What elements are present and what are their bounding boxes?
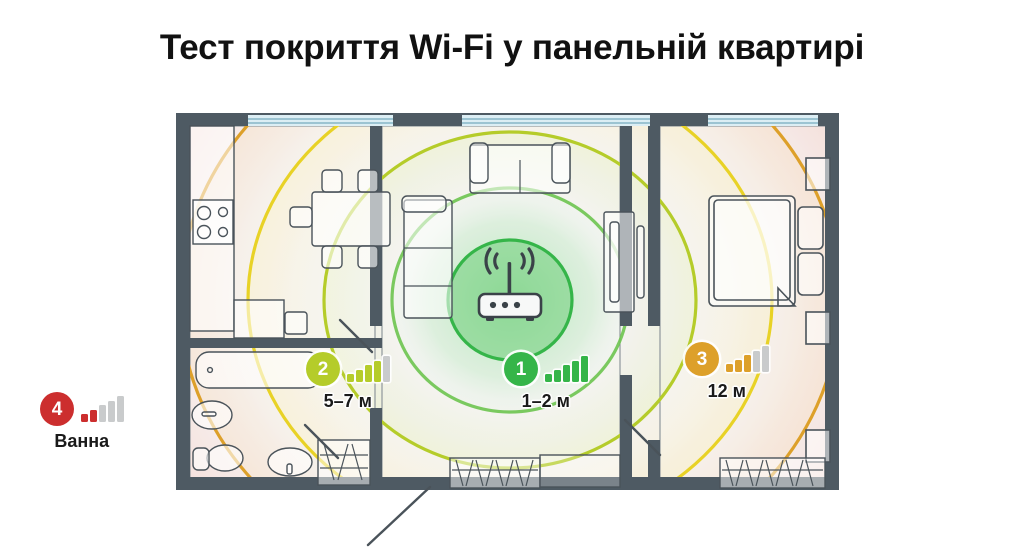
marker-1-signal-bars [545,356,588,382]
radiators [317,439,826,489]
sink [267,447,313,477]
dresser [805,429,831,463]
signal-marker-4[interactable]: 4 Ванна [40,392,124,452]
leader-line-3 [623,418,662,457]
marker-1-badge: 1 [504,352,538,386]
signal-bar-empty [753,350,760,372]
partition-bedroom-low [648,440,660,477]
signal-bar [563,365,570,382]
wifi-router-icon [477,247,543,321]
marker-4-row: 4 [40,392,124,426]
hall-unit [539,454,621,488]
signal-marker-2[interactable]: 2 5–7 м [306,352,390,412]
signal-bar [81,414,88,422]
partition-living-bedroom-bottom [620,375,632,477]
partition-bedroom-left [648,126,660,326]
page-title: Тест покриття Wi-Fi у панельній квартирі [159,28,865,67]
partition-bath-hall [370,408,382,477]
signal-bar [735,360,742,372]
chair [289,206,313,228]
signal-marker-1[interactable]: 1 1–2 м [504,352,588,412]
walls [176,113,839,490]
radiator-left [449,457,541,489]
pillow-top [797,206,824,250]
partition-kitchen-bath [190,338,382,348]
marker-3-row: 3 [685,342,769,376]
signal-bar-empty [117,396,124,422]
bedroom-furniture [708,157,831,463]
stove [192,199,234,245]
marker-4-label: Ванна [54,431,110,451]
signal-bar [581,356,588,382]
chair [321,169,343,193]
signal-bar-empty [383,356,390,382]
bathroom-fixtures [191,351,322,477]
signal-bar [554,370,561,382]
window-right [708,115,818,126]
signal-bar-empty [108,400,115,422]
chair [357,169,379,193]
leader-line-2 [338,318,374,354]
window-left [248,115,393,126]
toilet-tank [192,447,210,471]
signal-bar [365,365,372,382]
kitchen-sink [284,311,308,335]
signal-bar-empty [99,405,106,422]
tv-panel [609,221,620,303]
marker-3-label: 12 м [707,381,746,401]
marker-2-badge: 2 [306,352,340,386]
marker-1-row: 1 [504,352,588,386]
windows [248,115,818,126]
signal-bar [356,370,363,382]
living-room-furniture [401,142,645,319]
marker-3-badge: 3 [685,342,719,376]
marker-4-signal-bars [81,396,124,422]
chair [357,245,379,269]
sofa-left [403,199,453,319]
signal-bar [347,374,354,382]
marker-4-badge: 4 [40,392,74,426]
marker-2-label: 5–7 м [323,391,372,411]
window-center [462,115,650,126]
kitchen-cabinet [233,299,285,339]
signal-bar [726,364,733,372]
leader-line-bath [303,423,340,460]
nightstand-top [805,157,831,191]
marker-2-row: 2 [306,352,390,386]
bathtub [195,351,322,389]
marker-1-label: 1–2 м [521,391,570,411]
nightstand-bottom [805,311,831,345]
kitchen-furniture [189,125,308,339]
signal-bar-empty [762,346,769,372]
pillow-bottom [797,252,824,296]
marker-3-signal-bars [726,346,769,372]
bed [708,195,796,307]
signal-bar [545,374,552,382]
chair [321,245,343,269]
tv-screen [636,225,645,299]
leader-line-bottom [366,485,432,547]
toilet [206,444,244,472]
dining-table [311,191,391,247]
signal-bar [572,360,579,382]
signal-bar [90,410,97,422]
marker-2-signal-bars [347,356,390,382]
leader-lines [303,318,662,547]
signal-bar [744,355,751,372]
signal-marker-3[interactable]: 3 12 м [685,342,769,402]
dining-set [289,169,391,269]
signal-bar [374,360,381,382]
